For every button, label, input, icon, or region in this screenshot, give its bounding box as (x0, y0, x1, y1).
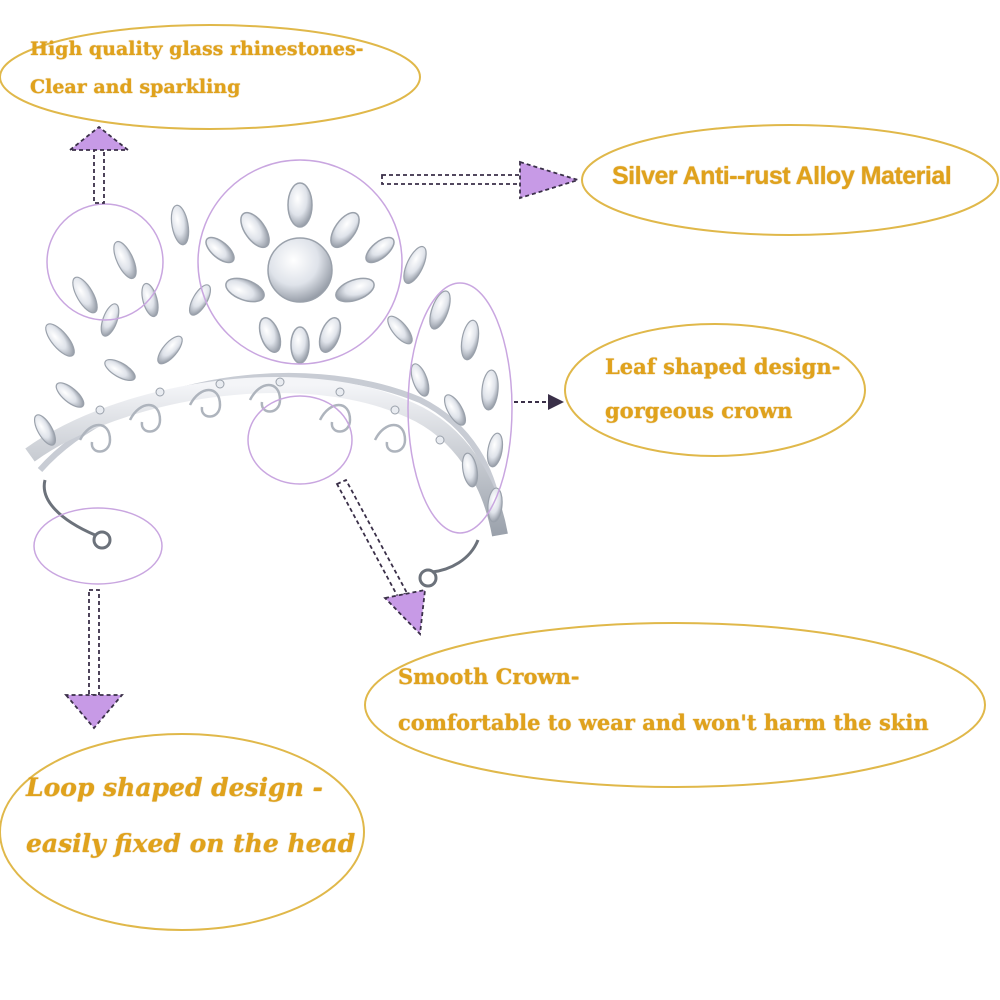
dashed-arrow-icon (335, 478, 427, 636)
highlight-circle-icon (46, 203, 164, 321)
material-callout-line1: Silver Anti--rust Alloy Material (612, 162, 952, 190)
smooth-crown-callout-line2: comfortable to wear and won't harm the s… (398, 710, 929, 736)
dashed-arrow-icon (381, 160, 582, 200)
rhinestones-callout: High quality glass rhinestones- Clear an… (30, 38, 364, 98)
highlight-circle-icon (247, 395, 353, 485)
material-callout-ellipse (581, 124, 999, 236)
rhinestones-callout-ellipse (0, 24, 421, 130)
material-callout: Silver Anti--rust Alloy Material (612, 162, 952, 190)
loop-callout-ellipse (0, 733, 365, 931)
leaf-callout-ellipse (564, 323, 866, 457)
smooth-crown-callout: Smooth Crown- comfortable to wear and wo… (398, 664, 929, 736)
loop-design-callout-line2: easily fixed on the head (26, 829, 356, 859)
leaf-design-callout-line1: Leaf shaped design- (605, 354, 841, 379)
crown-tiara-image (25, 182, 508, 588)
pointer-arrows (64, 125, 582, 730)
leaf-design-callout-line2: gorgeous crown (605, 398, 793, 424)
rhinestones-callout-line2: Clear and sparkling (30, 75, 241, 98)
loop-design-callout: Loop shaped design - easily fixed on the… (26, 773, 356, 859)
rhinestones-callout-line1: High quality glass rhinestones- (30, 38, 364, 60)
loop-design-callout-line1: Loop shaped design - (26, 773, 323, 802)
smooth-crown-callout-line1: Smooth Crown- (398, 664, 580, 689)
highlight-circle-icon (407, 282, 513, 534)
dashed-arrow-icon (67, 125, 131, 204)
dashed-arrow-icon (514, 394, 564, 410)
smooth-callout-ellipse (364, 622, 986, 788)
highlight-circles (33, 159, 513, 585)
highlight-circle-icon (197, 159, 403, 365)
callout-ellipses (0, 24, 999, 931)
dashed-arrow-icon (64, 589, 124, 730)
leaf-design-callout: Leaf shaped design- gorgeous crown (605, 354, 841, 424)
highlight-circle-icon (33, 507, 163, 585)
